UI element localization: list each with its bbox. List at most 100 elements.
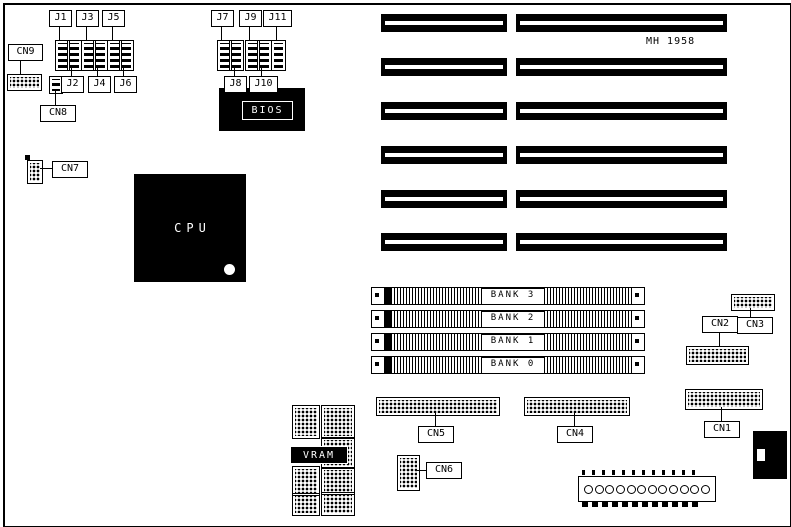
power-pin — [700, 484, 710, 494]
connector-cn9 — [7, 74, 42, 91]
expansion-slot — [516, 102, 727, 120]
vram-chip — [292, 493, 320, 516]
power-connector — [578, 476, 716, 502]
jumper-label-j7: J7 — [211, 10, 234, 27]
connector-line — [574, 410, 575, 426]
connector-label-cn5: CN5 — [418, 426, 454, 443]
connector-label-cn2: CN2 — [702, 316, 738, 333]
jumper-label-j2: J2 — [61, 76, 84, 93]
jumper-block-j8 — [229, 40, 244, 71]
jumper-label-j5: J5 — [102, 10, 125, 27]
connector-cn5 — [376, 397, 500, 416]
bank2-clip-left — [371, 310, 385, 328]
power-pin — [679, 484, 689, 494]
jumper-label-j4: J4 — [88, 76, 111, 93]
connector-line — [37, 168, 52, 169]
jumper-block-j3 — [81, 40, 96, 71]
power-pin — [605, 484, 615, 494]
power-connector-pads — [582, 501, 700, 507]
connector-line — [55, 88, 56, 105]
bank-label-bank3: BANK 3 — [481, 288, 545, 305]
power-pin — [647, 484, 657, 494]
jumper-block-j11 — [271, 40, 286, 71]
expansion-slot — [381, 190, 507, 208]
connector-line — [414, 470, 426, 471]
connector-line — [435, 410, 436, 426]
expansion-slot — [516, 190, 727, 208]
jumper-label-j6: J6 — [114, 76, 137, 93]
power-pin — [690, 484, 700, 494]
bank1-clip-left — [371, 333, 385, 351]
jumper-label-j3: J3 — [76, 10, 99, 27]
connector-line — [86, 25, 87, 40]
jumper-block-j4 — [93, 40, 108, 71]
connector-line — [20, 59, 21, 74]
power-pin — [594, 484, 604, 494]
bank3-clip-right — [631, 287, 645, 305]
cn7-pin-marker — [25, 155, 30, 160]
power-connector-pins — [582, 470, 700, 475]
vram-chip — [292, 405, 320, 439]
bank2-clip-right — [631, 310, 645, 328]
bank3-clip-left — [371, 287, 385, 305]
jumper-label-j8: J8 — [224, 76, 247, 93]
power-pin — [637, 484, 647, 494]
connector-line — [721, 404, 722, 422]
power-pin — [626, 484, 636, 494]
bank0-clip-left — [371, 356, 385, 374]
expansion-slot — [516, 233, 727, 251]
connector-cn7 — [27, 160, 43, 184]
bank-label-bank0: BANK 0 — [481, 357, 545, 374]
jumper-block-j5 — [107, 40, 122, 71]
power-pin — [584, 484, 593, 494]
connector-cn1 — [685, 389, 763, 410]
connector-label-cn9: CN9 — [8, 44, 43, 61]
jumper-block-j7 — [217, 40, 232, 71]
cpu-chip: CPU — [134, 174, 246, 282]
expansion-slot — [381, 102, 507, 120]
bios-label: BIOS — [242, 101, 293, 120]
expansion-slot — [381, 233, 507, 251]
jumper-label-j10: J10 — [249, 76, 278, 93]
expansion-slot — [381, 146, 507, 164]
connector-cn2 — [686, 346, 749, 365]
power-pin — [658, 484, 668, 494]
connector-line — [221, 25, 222, 40]
connector-label-cn4: CN4 — [557, 426, 593, 443]
connector-cn6 — [397, 455, 420, 491]
connector-line — [249, 25, 250, 40]
connector-line — [112, 25, 113, 40]
jumper-label-j11: J11 — [263, 10, 292, 27]
board-marking: MH 1958 — [646, 36, 696, 47]
vram-chip — [321, 492, 355, 516]
power-pin — [615, 484, 625, 494]
connector-line — [276, 25, 277, 40]
jumper-block-j6 — [119, 40, 134, 71]
connector-line — [59, 25, 60, 40]
connector-line — [750, 305, 751, 317]
expansion-slot — [516, 14, 727, 32]
jumper-label-j9: J9 — [239, 10, 262, 27]
expansion-slot — [381, 58, 507, 76]
vram-label: VRAM — [290, 446, 348, 464]
bank0-clip-right — [631, 356, 645, 374]
jumper-label-j1: J1 — [49, 10, 72, 27]
connector-label-cn8: CN8 — [40, 105, 76, 122]
connector-label-cn1: CN1 — [704, 421, 740, 438]
bank-label-bank1: BANK 1 — [481, 334, 545, 351]
connector-cn4 — [524, 397, 630, 416]
connector-cn3 — [731, 294, 775, 311]
connector-line — [719, 331, 720, 346]
jumper-block-j9 — [245, 40, 260, 71]
power-pin — [669, 484, 678, 494]
jumper-block-j2 — [67, 40, 82, 71]
keyboard-connector — [753, 431, 787, 479]
expansion-slot — [381, 14, 507, 32]
vram-chip — [321, 405, 355, 439]
jumper-block-j1 — [55, 40, 70, 71]
connector-label-cn3: CN3 — [737, 317, 773, 334]
expansion-slot — [516, 58, 727, 76]
connector-label-cn6: CN6 — [426, 462, 462, 479]
bank-label-bank2: BANK 2 — [481, 311, 545, 328]
